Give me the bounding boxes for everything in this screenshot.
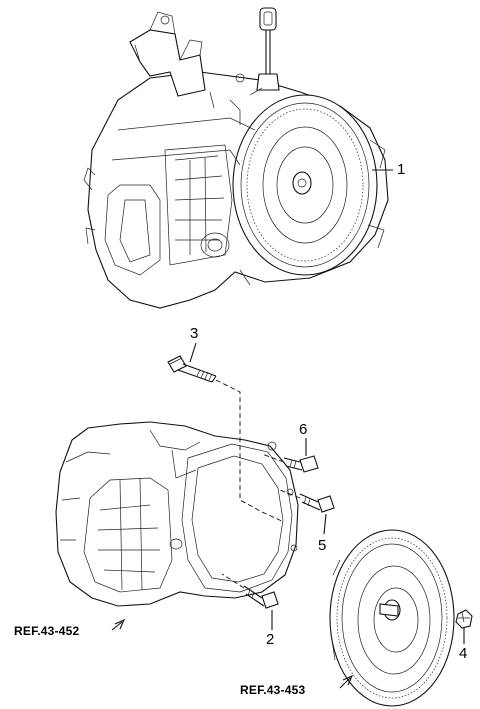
bolt-5 [299, 493, 335, 513]
plug-4 [455, 609, 473, 629]
ref-453-leader [339, 677, 351, 689]
bolt-2-alignment [221, 573, 245, 589]
ref-453-arrow [342, 674, 354, 686]
callout-5: 5 [318, 537, 327, 554]
bolt-6 [283, 455, 319, 473]
callout-6: 6 [299, 421, 308, 438]
callout-4: 4 [459, 645, 468, 662]
callout-3: 3 [190, 325, 199, 342]
transaxle-assembly [83, 7, 389, 309]
ref-label-transaxle-case[interactable]: REF.43-452 [14, 624, 80, 638]
ref-452-arrow [114, 618, 126, 630]
torque-converter [329, 529, 455, 707]
callout-5-leader [323, 513, 327, 535]
bolt-3 [167, 355, 217, 383]
ref-label-torque-converter[interactable]: REF.43-453 [240, 683, 306, 697]
bolt-6-alignment [261, 453, 285, 463]
bolt-2 [243, 585, 279, 609]
callout-1: 1 [397, 161, 406, 178]
callout-3-leader [189, 342, 197, 363]
bolt-5-alignment [279, 489, 301, 499]
callout-2: 2 [266, 631, 275, 648]
bolt-3-alignment [215, 379, 285, 523]
ref-452-leader [111, 621, 123, 631]
transaxle-case [55, 421, 299, 607]
